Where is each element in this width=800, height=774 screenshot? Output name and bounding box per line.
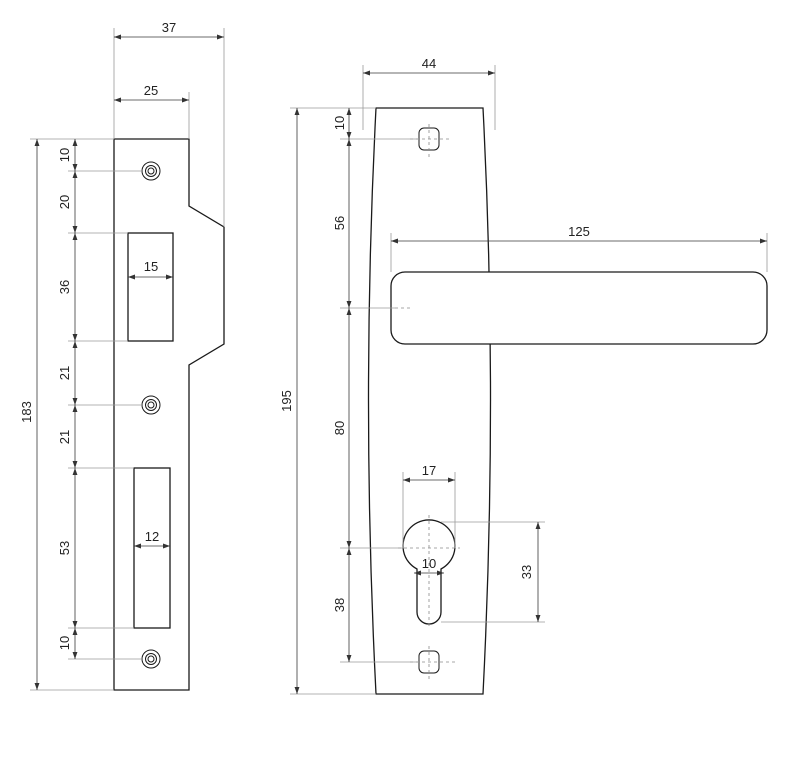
- strike-dimension-lines: [34, 34, 224, 690]
- dim-cylinder-top-width: 17: [422, 463, 436, 478]
- lower-opening: [133, 467, 171, 629]
- dim-strike-top-hole: 10: [57, 148, 72, 162]
- dim-strike-upper-to-mid: 21: [57, 366, 72, 380]
- dim-strike-lower-width: 12: [145, 529, 159, 544]
- dim-lever-length: 125: [568, 224, 590, 239]
- handle-dimension-lines: [294, 70, 767, 694]
- dim-handle-top-hole: 10: [332, 116, 347, 130]
- dim-handle-plate-height: 195: [279, 390, 294, 412]
- dim-strike-width-total: 37: [162, 20, 176, 35]
- dim-handle-hole-to-lever: 56: [332, 216, 347, 230]
- handle-extension-lines: [290, 65, 768, 695]
- dim-strike-upper-height: 36: [57, 280, 72, 294]
- dim-strike-lower-height: 53: [57, 541, 72, 555]
- screw-hole-bottom: [141, 649, 161, 669]
- dim-strike-height-total: 183: [19, 401, 34, 423]
- dim-strike-mid-to-lower: 21: [57, 430, 72, 444]
- dim-strike-bottom-hole: 10: [57, 636, 72, 650]
- strike-plate: 37 25 183 10 20 36 21 21 53 10 15 12: [19, 20, 225, 691]
- handle-plate: 44 195 10 56 80 38 125 17 10 33: [279, 56, 768, 695]
- upper-opening: [127, 232, 174, 342]
- dim-cylinder-height: 33: [519, 565, 534, 579]
- dim-cylinder-slot-width: 10: [422, 556, 436, 571]
- lever-handle: [390, 271, 768, 345]
- dim-strike-width-plate: 25: [144, 83, 158, 98]
- dim-strike-upper-width: 15: [144, 259, 158, 274]
- dim-handle-cylinder-to-hole: 38: [332, 598, 347, 612]
- dim-handle-plate-width: 44: [422, 56, 436, 71]
- dim-strike-hole-to-upper: 20: [57, 195, 72, 209]
- dim-handle-lever-to-cylinder: 80: [332, 421, 347, 435]
